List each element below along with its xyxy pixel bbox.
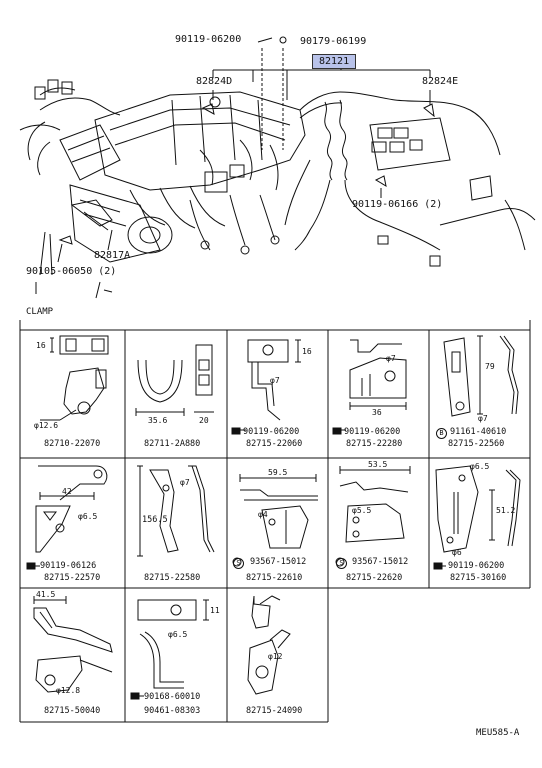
diagram-code: MEU585-A [476,728,520,738]
dimension-label: 11 [210,606,220,615]
dimension-label: 42 [62,487,72,496]
dimension-label: φ7 [270,376,280,385]
clamp-grid [19,320,531,723]
dimension-label: 20 [199,416,209,425]
part-number-82715-22060[interactable]: 82715-22060 [246,439,303,449]
label-bracket-right: 82824E [422,76,459,87]
part-number-82715-22580[interactable]: 82715-22580 [144,573,201,583]
marker-s-icon: S [233,558,244,569]
dimension-label: φ7 [478,414,488,423]
clamp-drawing-82715-22060 [234,339,301,431]
dimension-label: φ12.8 [56,686,81,695]
dimension-label: 16 [36,341,46,350]
fastener-90119-06200[interactable]: 90119-06200 [344,427,401,437]
dimension-label: 156.5 [142,515,168,525]
bolt-icon [231,427,241,435]
dimension-label: φ6.5 [78,512,98,521]
dimension-label: φ6 [452,548,462,557]
fastener-90168-60010[interactable]: 90168-60010 [144,692,201,702]
dimension-label: 51.2 [496,506,516,515]
dimension-label: φ6.5 [470,462,490,471]
label-harness-main[interactable]: 82121 [312,54,357,69]
part-number-82715-22280[interactable]: 82715-22280 [346,439,403,449]
clamp-drawing-82715-22580 [137,465,215,557]
dimension-label: 53.5 [368,460,388,469]
engine-illustration [19,36,536,299]
part-number-82715-50040[interactable]: 82715-50040 [44,706,101,716]
part-number-82715-30160[interactable]: 82715-30160 [450,573,507,583]
dimension-label: 36 [372,408,382,417]
clamp-drawing-82715-30160 [434,465,521,567]
bolt-icon [26,562,36,570]
fastener-93567-15012[interactable]: 93567-15012 [352,557,409,567]
dimension-label: φ7 [386,354,396,363]
dimension-label: φ6.5 [168,630,188,639]
dimension-label: φ12 [268,652,283,661]
label-bracket-left: 82824D [196,76,233,87]
clamp-drawing-82715-22620 [335,466,411,567]
dimension-label: φ7 [180,478,190,487]
dimension-label: 59.5 [268,468,288,477]
marker-s-icon: S [336,558,347,569]
clamp-drawing-82715-50040 [33,596,113,693]
section-title-clamp: CLAMP [26,307,54,317]
dimension-label: 35.6 [148,416,168,425]
clamp-drawing-82715-22560 [443,335,519,417]
marker-b-icon: B [436,428,447,439]
label-grommet-top: 90179-06199 [300,36,367,47]
fastener-90119-06200[interactable]: 90119-06200 [448,561,505,571]
part-number-82715-22610[interactable]: 82715-22610 [246,573,303,583]
clamp-drawing-82711-2A880 [135,344,214,416]
dimension-label: φ5.5 [352,506,372,515]
clamp-drawing-90461-08303 [132,599,209,697]
part-number-82711-2A880[interactable]: 82711-2A880 [144,439,201,449]
dimension-label: φ12.6 [34,421,59,430]
bolt-icon [332,427,342,435]
dimension-label: 41.5 [36,590,56,599]
part-number-82710-22070[interactable]: 82710-22070 [44,439,101,449]
fastener-90119-06200[interactable]: 90119-06200 [243,427,300,437]
part-number-82715-24090[interactable]: 82715-24090 [246,706,303,716]
fastener-91161-40610[interactable]: 91161-40610 [450,427,507,437]
clamp-drawing-82715-22610 [232,474,318,567]
label-bolt-right: 90119-06166 (2) [352,199,443,210]
part-number-90461-08303[interactable]: 90461-08303 [144,706,201,716]
dimension-label: 79 [485,362,495,371]
fastener-90119-06126[interactable]: 90119-06126 [40,561,97,571]
part-number-82715-22620[interactable]: 82715-22620 [346,573,403,583]
part-number-82715-22560[interactable]: 82715-22560 [448,439,505,449]
part-number-82715-22570[interactable]: 82715-22570 [44,573,101,583]
clamp-drawing-82715-22570 [28,465,108,567]
clamp-drawing-82715-22280 [334,339,407,431]
clamp-drawing-82710-22070 [40,335,109,421]
dimension-label: 16 [302,347,312,356]
label-bolt-top: 90119-06200 [175,34,242,45]
bolt-icon [130,692,140,700]
label-bolt-lower: 90105-06050 (2) [26,266,117,277]
fastener-93567-15012[interactable]: 93567-15012 [250,557,307,567]
bolt-icon [433,562,443,570]
clamp-drawing-82715-24090 [247,595,291,695]
label-bracket-lower: 82817A [94,250,131,261]
dimension-label: φ4 [258,510,268,519]
